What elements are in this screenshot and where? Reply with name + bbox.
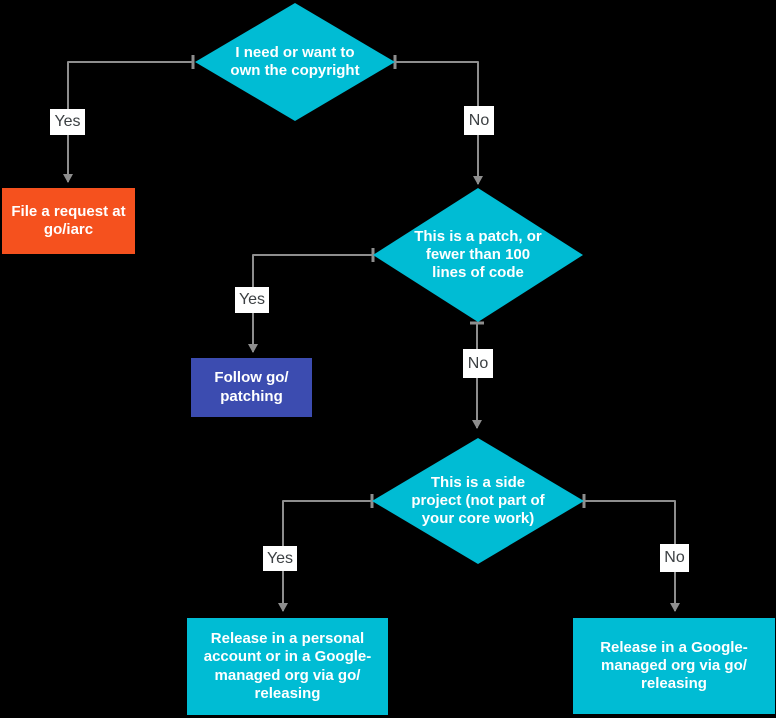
edge-label-patch-yes: Yes	[235, 287, 269, 313]
edge-label-side-project-no: No	[660, 544, 689, 572]
action-release-google-label: Release in a Google- managed org via go/…	[600, 638, 748, 693]
edge-patch-yes	[248, 248, 375, 353]
edge-copyright-no	[393, 55, 483, 185]
action-patching-node: Follow go/ patching	[191, 358, 312, 417]
decision-copyright-label: I need or want to own the copyright	[230, 43, 360, 79]
edge-label-copyright-yes: Yes	[50, 109, 85, 135]
action-release-personal-label: Release in a personal account or in a Go…	[203, 629, 372, 702]
edge-label-side-project-yes: Yes	[263, 546, 297, 571]
edge-side-project-no	[582, 494, 680, 612]
action-release-google-node: Release in a Google- managed org via go/…	[573, 618, 775, 714]
action-iarc-label: File a request at go/iarc	[11, 202, 126, 238]
action-iarc-node: File a request at go/iarc	[2, 188, 135, 254]
decision-patch-label: This is a patch, or fewer than 100 lines…	[414, 227, 542, 282]
edge-side-project-yes	[278, 494, 374, 612]
decision-side-project-label: This is a side project (not part of your…	[411, 473, 545, 528]
edge-label-patch-no: No	[463, 349, 493, 378]
action-release-personal-node: Release in a personal account or in a Go…	[187, 618, 388, 715]
edge-copyright-yes	[63, 55, 195, 183]
action-patching-label: Follow go/ patching	[214, 369, 289, 405]
edge-label-copyright-no: No	[464, 106, 494, 135]
